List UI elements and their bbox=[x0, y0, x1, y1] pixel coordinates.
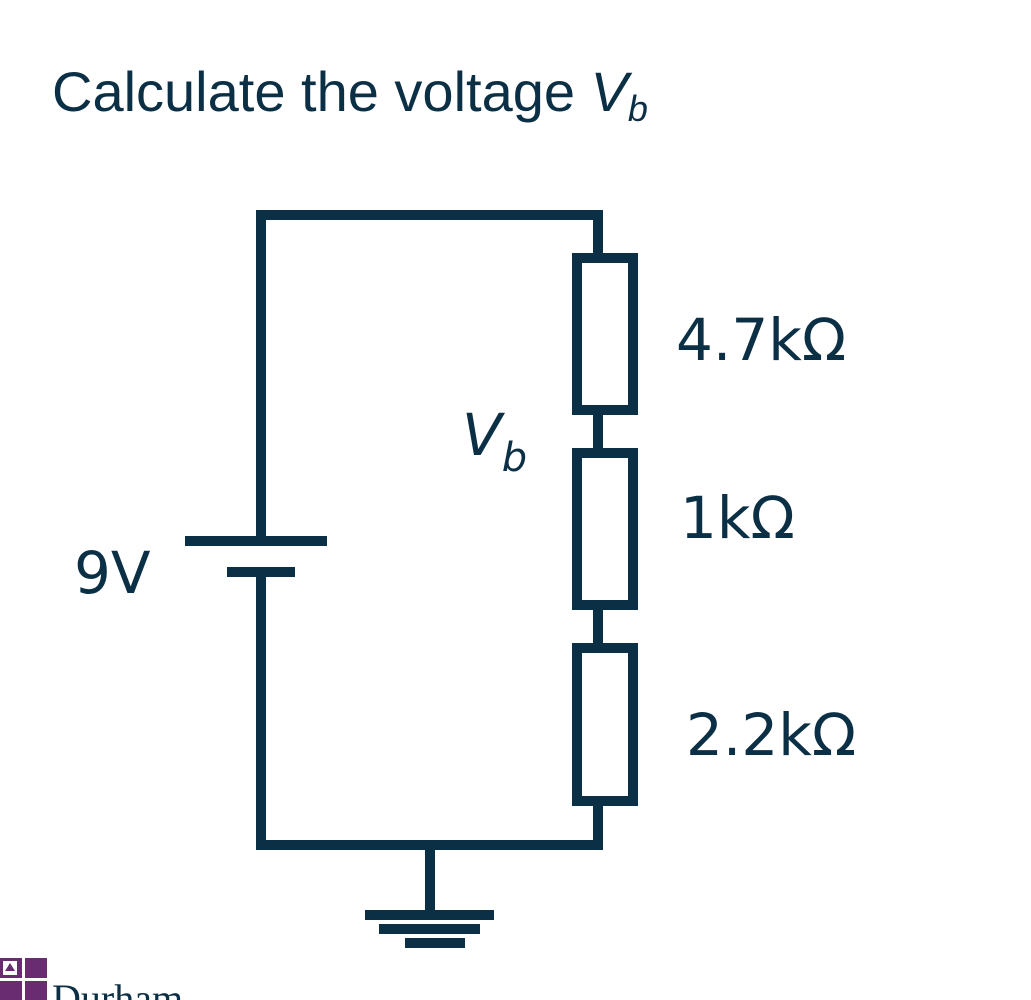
logo-text: Durham bbox=[52, 976, 183, 1000]
title-text: Calculate the voltage bbox=[52, 60, 591, 123]
resistor-r3-label: 2.2kΩ bbox=[686, 701, 856, 769]
university-crest-icon bbox=[0, 958, 47, 1000]
resistor-r3 bbox=[572, 643, 638, 806]
resistor-r1-label: 4.7kΩ bbox=[676, 306, 846, 374]
node-label-variable: V bbox=[462, 401, 506, 469]
slide-title: Calculate the voltage Vb bbox=[52, 58, 648, 127]
resistor-r1 bbox=[572, 253, 638, 415]
node-label: Vb bbox=[462, 401, 527, 481]
resistor-r2 bbox=[572, 448, 638, 610]
source-label: 9V bbox=[74, 539, 151, 607]
node-label-subscript: b bbox=[502, 435, 527, 481]
title-variable: V bbox=[590, 60, 628, 123]
resistor-r2-label: 1kΩ bbox=[680, 484, 795, 552]
title-subscript: b bbox=[627, 88, 648, 129]
